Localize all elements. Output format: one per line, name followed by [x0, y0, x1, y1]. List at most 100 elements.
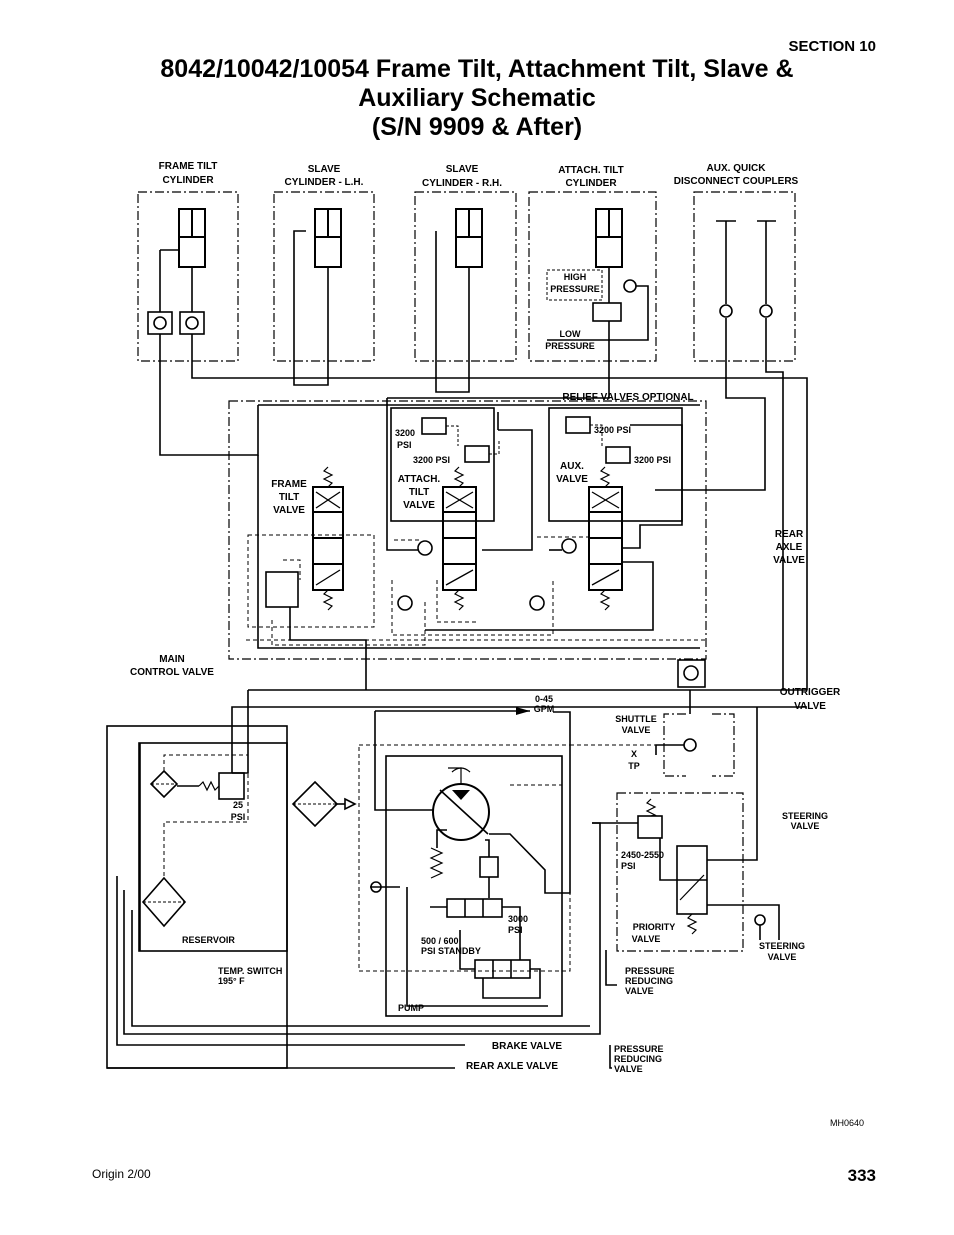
label-gpm-2: GPM — [534, 704, 555, 714]
frame-tilt-enclosure — [137, 191, 239, 362]
label-reservoir: RESERVOIR — [182, 935, 235, 945]
label-rear-axle-r-1: REAR — [775, 529, 804, 540]
attach-tilt-relief — [546, 267, 649, 341]
page-title: 8042/10042/10054 Frame Tilt, Attachment … — [0, 55, 954, 142]
label-priority-1: PRIORITY — [633, 922, 676, 932]
label-brake-valve: BRAKE VALVE — [492, 1041, 563, 1052]
label-pr-1a: PRESSURE — [625, 966, 675, 976]
label-2450-2: PSI — [621, 861, 636, 871]
label-pr-2b: REDUCING — [614, 1054, 662, 1064]
supply-lines — [159, 230, 808, 690]
spool-valves — [312, 486, 623, 591]
label-3200-a-2: PSI — [397, 440, 412, 450]
label-slave-rh-2: CYLINDER - R.H. — [422, 178, 502, 189]
label-3200-d: 3200 PSI — [634, 455, 671, 465]
title-line-1: 8042/10042/10054 Frame Tilt, Attachment … — [160, 55, 794, 83]
cylinder-enclosures — [137, 191, 796, 362]
label-steering-1b: VALVE — [791, 821, 820, 831]
label-high-pressure-1: HIGH — [564, 272, 587, 282]
label-pr-1c: VALVE — [625, 986, 654, 996]
pump-dashed-enclosure — [358, 744, 571, 972]
label-relief-optional: RELIEF VALVES OPTIONAL — [562, 392, 693, 403]
label-3200-a-1: 3200 — [395, 428, 415, 438]
attach-tilt-enclosure — [528, 191, 657, 362]
label-priority-2: VALVE — [632, 934, 661, 944]
label-pump: PUMP — [398, 1003, 424, 1013]
slave-lh-enclosure — [273, 191, 375, 362]
label-gpm-1: 0-45 — [535, 694, 553, 704]
label-slave-lh-2: CYLINDER - L.H. — [285, 177, 364, 188]
springs — [322, 466, 611, 611]
filters — [141, 769, 357, 928]
label-attach-tilt-cyl-2: CYLINDER — [565, 178, 617, 189]
standby-compensator — [474, 959, 531, 979]
label-steering-2a: STEERING — [759, 941, 805, 951]
main-check-valves — [265, 538, 706, 688]
main-internal-lines — [257, 398, 807, 691]
pilot-lines — [245, 534, 705, 646]
return-lines — [107, 822, 677, 1069]
title-line-3: (S/N 9909 & After) — [371, 113, 583, 141]
label-pr-2c: VALVE — [614, 1064, 643, 1074]
label-tp-1: X — [631, 749, 637, 759]
label-shuttle-1: SHUTTLE — [615, 714, 657, 724]
label-tp-2: TP — [628, 761, 640, 771]
label-frame-tilt-valve-2: TILT — [279, 492, 299, 503]
3000psi-compensator — [446, 898, 503, 918]
title-line-2: Auxiliary Schematic — [358, 84, 596, 112]
label-3000-2: PSI — [508, 925, 523, 935]
25psi-check-valve — [218, 772, 245, 800]
pump-enclosure — [385, 755, 563, 1017]
label-frame-tilt-cyl-2: CYLINDER — [162, 175, 214, 186]
label-slave-rh-1: SLAVE — [446, 164, 479, 175]
label-frame-tilt-valve-3: VALVE — [273, 505, 305, 516]
label-aux-quick-2: DISCONNECT COUPLERS — [674, 176, 799, 187]
label-frame-tilt-cyl-1: FRAME TILT — [159, 161, 218, 172]
label-low-pressure-2: PRESSURE — [545, 341, 595, 351]
label-aux-quick-1: AUX. QUICK — [707, 163, 767, 174]
reservoir — [138, 742, 288, 952]
label-low-pressure-1: LOW — [560, 329, 581, 339]
label-high-pressure-2: PRESSURE — [550, 284, 600, 294]
label-standby-1: 500 / 600 — [421, 936, 459, 946]
cylinders — [178, 208, 623, 268]
label-temp-switch-2: 195° F — [218, 976, 245, 986]
label-3200-c: 3200 PSI — [594, 425, 631, 435]
label-steering-2b: VALVE — [768, 952, 797, 962]
label-3200-b: 3200 PSI — [413, 455, 450, 465]
label-pr-1b: REDUCING — [625, 976, 673, 986]
label-3000-1: 3000 — [508, 914, 528, 924]
label-attach-tilt-valve-3: VALVE — [403, 500, 435, 511]
page-number: 333 — [847, 1166, 876, 1185]
slave-rh-enclosure — [414, 191, 517, 362]
label-outrigger-2: VALVE — [794, 701, 826, 712]
label-attach-tilt-valve-1: ATTACH. — [398, 474, 441, 485]
label-attach-tilt-cyl-1: ATTACH. TILT — [558, 165, 624, 176]
priority-enclosure — [616, 792, 744, 952]
label-rear-axle-r-2: AXLE — [776, 542, 803, 553]
spool-arrows — [315, 491, 620, 586]
label-shuttle-2: VALVE — [622, 725, 651, 735]
reservoir-outer — [106, 725, 288, 1069]
figure-id: MH0640 — [830, 1118, 865, 1128]
label-slave-lh-1: SLAVE — [308, 164, 341, 175]
relief-valves — [421, 416, 631, 464]
label-outrigger-1: OUTRIGGER — [780, 687, 841, 698]
label-pr-2a: PRESSURE — [614, 1044, 664, 1054]
label-temp-switch-1: TEMP. SWITCH — [218, 966, 282, 976]
2450psi-relief — [637, 815, 663, 839]
main-control-valve-enclosure — [228, 400, 707, 660]
label-steering-1a: STEERING — [782, 811, 828, 821]
frame-tilt-lock-valves — [147, 249, 205, 335]
label-main-control-2: CONTROL VALVE — [130, 667, 214, 678]
pump-lines — [370, 710, 571, 1007]
aux-couplers — [716, 220, 776, 318]
label-25psi-1: 25 — [233, 800, 243, 810]
section-label: SECTION 10 — [788, 38, 876, 55]
label-rear-axle-r-3: VALVE — [773, 555, 805, 566]
label-2450-1: 2450-2550 — [621, 850, 664, 860]
label-frame-tilt-valve-1: FRAME — [271, 479, 307, 490]
label-25psi-2: PSI — [231, 812, 246, 822]
aux-coupler-enclosure — [693, 191, 796, 362]
